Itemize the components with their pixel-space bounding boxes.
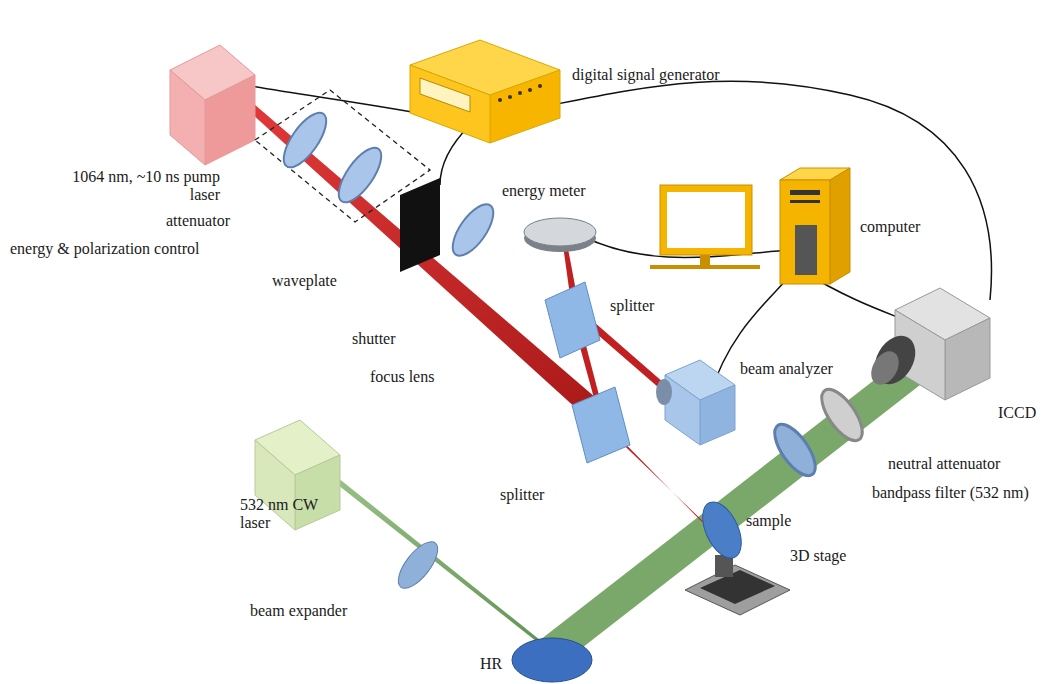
energy-meter [524,218,596,252]
component-label: waveplate [272,272,337,290]
component-label: 1064 nm, ~10 ns pump laser [70,168,220,205]
component-label: 3D stage [790,547,846,565]
component-label: beam expander [250,602,347,620]
component-label: computer [860,218,920,236]
signal-generator [410,40,560,143]
component-label: sample [746,512,791,530]
component-label: shutter [352,330,396,348]
component-label: splitter [500,486,544,504]
hr-mirror [512,638,592,682]
component-label: HR [480,655,502,673]
component-label: focus lens [370,368,434,386]
component-label: ICCD [998,404,1036,422]
component-label: energy & polarization control [10,240,199,258]
component-label: 532 nm CW laser [240,496,330,533]
upper-splitter [545,282,600,358]
neutral-attenuator [814,383,870,447]
cw-laser [255,420,340,530]
component-label: digital signal generator [572,66,720,84]
iccd-camera [866,288,990,400]
red-beam [240,92,710,528]
computer [650,168,850,284]
pump-laser [170,45,255,165]
focus-lens [445,198,501,262]
beam-expander [391,536,444,595]
lower-splitter [572,387,630,463]
beam-analyzer [656,360,735,445]
attenuator-disc [276,106,334,173]
bandpass-filter [767,418,823,482]
shutter-plate [400,178,440,272]
green-beam [322,360,920,665]
component-label: bandpass filter (532 nm) [872,484,1029,502]
cables [245,81,991,395]
waveplate-disc [331,141,389,208]
component-label: neutral attenuator [888,455,1000,473]
component-label: splitter [610,297,654,315]
component-label: beam analyzer [740,360,833,378]
component-label: attenuator [166,212,230,230]
component-label: energy meter [502,182,586,200]
